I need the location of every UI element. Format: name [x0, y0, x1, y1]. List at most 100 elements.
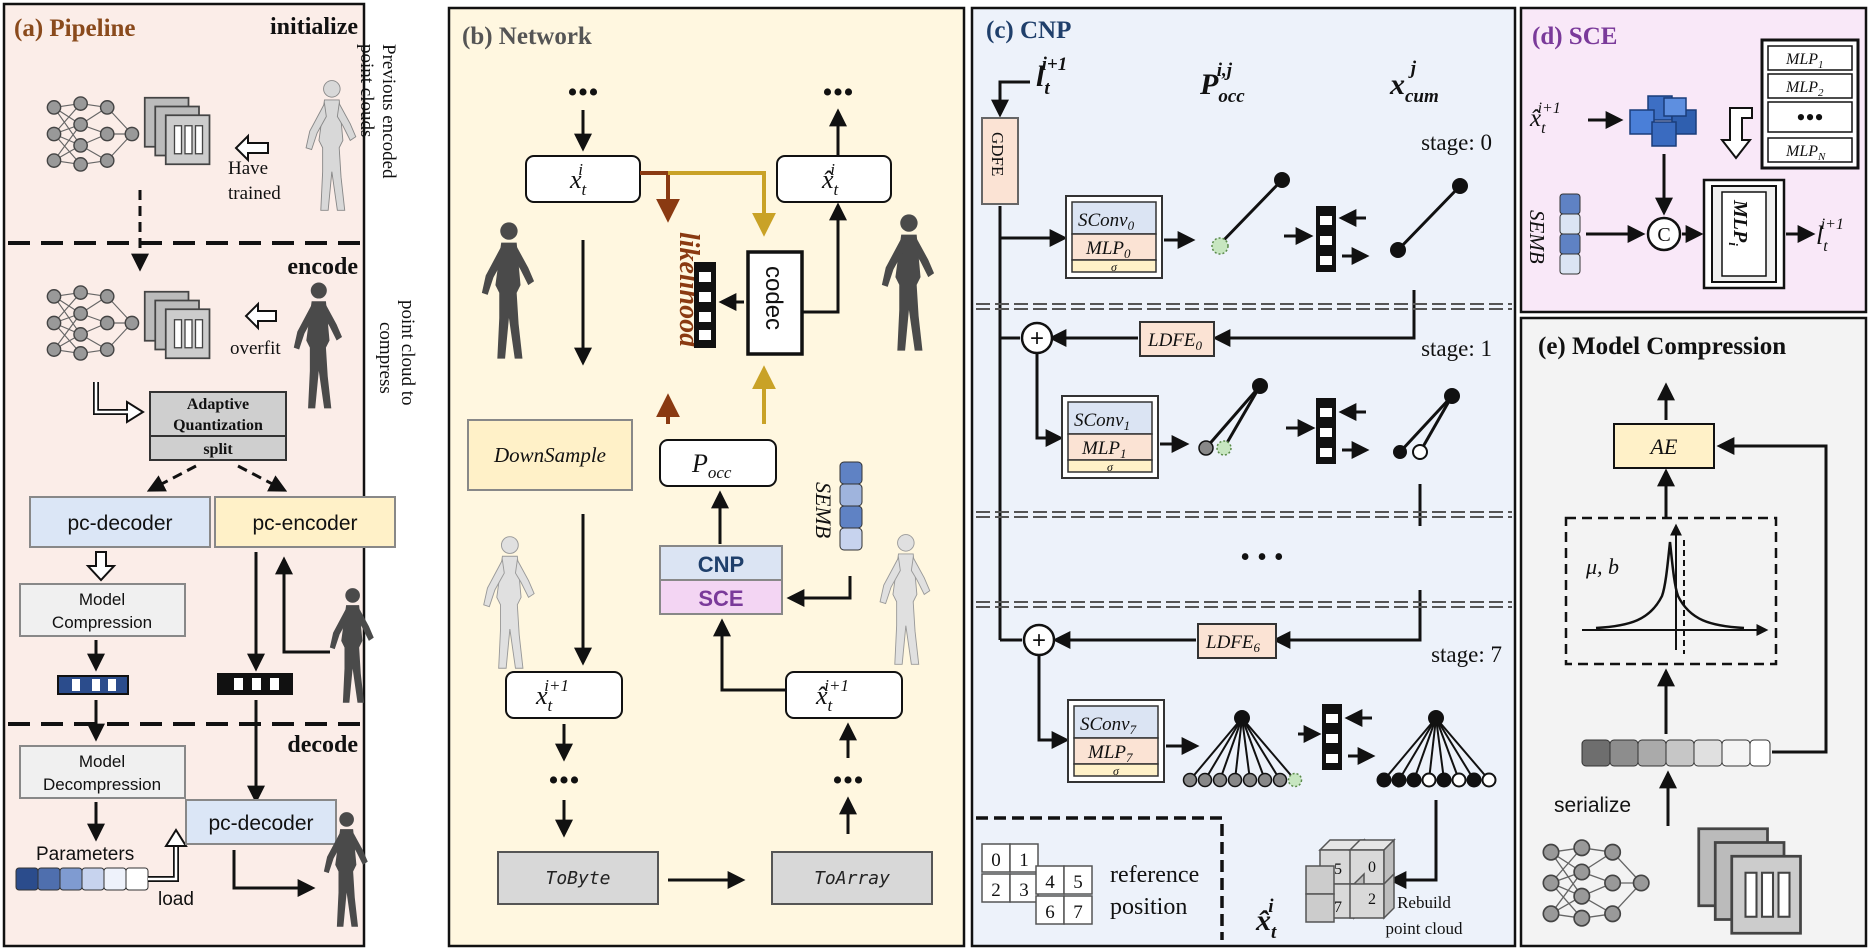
ldfe6-box [1197, 623, 1277, 659]
network-ellipsis-bottom-right: ••• [832, 764, 864, 797]
x-t-i1-box [505, 671, 623, 719]
ae-label: AE [1649, 434, 1678, 459]
person-to-encoder-arrow [275, 556, 330, 654]
laplace-frame [1564, 516, 1778, 666]
mlp-i-block [1702, 178, 1786, 290]
dots-to-ldfe6-line [1272, 610, 1422, 649]
mlp2-row [1767, 73, 1853, 99]
overfit-arrow-icon [244, 301, 277, 331]
stage0-to-ldfe0-line [1212, 290, 1416, 347]
gdfe-box [981, 117, 1019, 205]
stage1-pocc-edge-a [1204, 385, 1262, 449]
previous-encoded-label-1: Previous encoded [378, 44, 399, 179]
pc-decoder-2-label: pc-decoder [208, 812, 313, 835]
sigma1-label: σ [1107, 460, 1114, 474]
compressed-bitstream-icon [57, 675, 129, 695]
grid-number-3: 3 [1019, 880, 1029, 901]
x-hat-t-i1-box [785, 671, 903, 719]
parameters-bar-icon [15, 867, 149, 891]
add7-plus: + [1032, 627, 1046, 654]
serialized-to-ae-arrow [1716, 437, 1828, 754]
gdfe-label: GDFE [988, 132, 1007, 176]
model-decompression-label-1: Model [79, 752, 125, 771]
add7-icon [1022, 623, 1056, 657]
stage7-xcum-parent-node [1428, 710, 1444, 726]
semb-icon-network [839, 461, 863, 551]
sce-voxel-cube-icon [1629, 95, 1697, 147]
grid-number-6: 6 [1045, 902, 1055, 923]
stage1-xcum-edge-a [1398, 394, 1454, 454]
serialize-label: serialize [1554, 794, 1631, 817]
reference-label-1: reference [1110, 862, 1199, 888]
x-t-i-box [525, 155, 641, 203]
model-compression-title: (e) Model Compression [1538, 333, 1786, 360]
mlp-dots-row-label: ••• [1796, 103, 1823, 132]
downsample-label: DownSample [493, 443, 606, 467]
sconv1-label: SConv1 [1074, 410, 1130, 433]
stage0-xcum-edge [1396, 184, 1462, 252]
p-occ-ij-label: Pocci,j [1199, 60, 1245, 107]
stage1-pocc-child-b [1216, 440, 1232, 456]
ae-box [1613, 423, 1715, 469]
sce-semb-label: SEMB [1525, 210, 1549, 264]
adaptive-quantization-label-1: Adaptive [187, 396, 249, 413]
model-compression-panel: (e) Model Compression AE μ, b serialize [1519, 316, 1868, 948]
add1-plus: + [1030, 325, 1044, 352]
rebuild-cube-7: 7 [1334, 899, 1342, 916]
mlp1-row-label: MLP1 [1785, 51, 1824, 71]
sce-panel: (d) SCE x̂ti+1 MLP1 MLP2 ••• MLPN SEMB [1519, 6, 1868, 314]
codec-label: codec [760, 266, 787, 330]
decoder-to-output-arrow [232, 850, 316, 897]
mlp-i-label: MLPi [1726, 199, 1751, 246]
tobyte-box [497, 851, 659, 905]
model-decompression-label-2: Decompression [43, 775, 161, 794]
cnp-dots: • • • [1240, 542, 1283, 573]
stage1-pocc-edge-b [1222, 385, 1262, 449]
x-t-i1-label: xti+1 [535, 676, 569, 715]
concat-icon [1646, 216, 1682, 252]
toarray-label: ToArray [814, 868, 890, 889]
reference-position-frame [976, 816, 1224, 940]
stage1-bitstream-icon [1316, 398, 1336, 464]
x-cum-j-label: xcumj [1389, 58, 1439, 107]
network-panel: (b) Network ••• ••• xti x̂ti likelihood … [447, 6, 966, 948]
mu-b-label: μ, b [1585, 554, 1619, 579]
network-title: (b) Network [462, 23, 592, 50]
pc-decoder-box [29, 496, 211, 548]
mlpn-row-label: MLPN [1785, 143, 1826, 163]
reference-grid-icon [981, 843, 1093, 925]
sce-label: SCE [698, 586, 743, 611]
stage7-xcum-tree [1383, 717, 1490, 781]
sce-box [659, 579, 783, 615]
parameters-label: Parameters [36, 844, 134, 865]
stage1-xcum-child-a [1393, 445, 1407, 459]
mlp0-label: MLP0 [1085, 238, 1131, 261]
pc-encoder-label: pc-encoder [252, 512, 357, 535]
load-arrow-head [164, 828, 188, 847]
stage1-block [1061, 395, 1159, 479]
xhat1-to-sce-arrow [713, 618, 786, 692]
model-compression-label-1: Model [79, 590, 125, 609]
sigma0-label: σ [1111, 260, 1118, 274]
stage0-pocc-parent-node [1274, 172, 1290, 188]
have-trained-label-1: Have [228, 158, 268, 179]
x-hat-t-i1-label-sce: x̂ti+1 [1529, 100, 1561, 137]
model-compression-panel-bg [1519, 316, 1868, 948]
grid-number-0: 0 [991, 850, 1001, 871]
sconv7-label: SConv7 [1080, 714, 1137, 737]
stage7-to-rebuild-arrow [1388, 800, 1438, 889]
serialized-parameters-bar-icon [1581, 739, 1771, 767]
ldfe0-box [1139, 321, 1215, 357]
x-hat-t-i-label-cnp: x̂ti [1255, 896, 1277, 943]
parameter-stack-icon-1 [143, 96, 211, 166]
codec-box [746, 250, 804, 356]
model-compression-label-2: Compression [52, 613, 152, 632]
sce-semb-icon [1559, 193, 1581, 275]
have-trained-label-2: trained [228, 183, 281, 204]
semb-label-network: SEMB [811, 482, 836, 538]
stage7-label: stage: 7 [1431, 642, 1502, 667]
stage0-bitstream-icon [1316, 206, 1336, 272]
model-compression-box [19, 583, 186, 637]
network-ellipsis-top-left: ••• [567, 76, 599, 109]
